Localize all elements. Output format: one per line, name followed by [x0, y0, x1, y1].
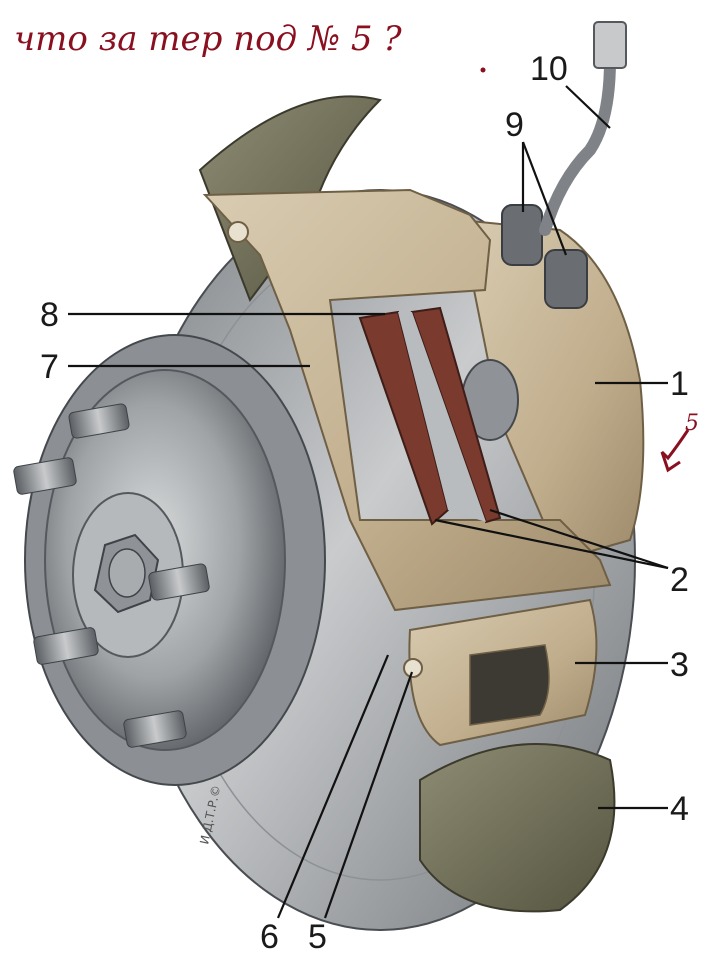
label-3: 3 — [670, 646, 689, 684]
wheel-studs — [13, 403, 210, 748]
handwritten-dot — [480, 67, 486, 73]
caliper-bracket — [202, 188, 612, 747]
handwritten-mark: 5 — [685, 411, 699, 436]
leader-lines — [68, 85, 669, 919]
brake-pads — [358, 306, 502, 526]
label-7: 7 — [40, 348, 59, 386]
label-1: 1 — [670, 365, 689, 403]
wheel-hub — [24, 334, 326, 786]
label-5: 5 — [308, 918, 327, 956]
label-6: 6 — [260, 918, 279, 956]
label-10: 10 — [530, 50, 568, 88]
caliper-body — [458, 218, 645, 562]
handwritten-question: что за тер под № 5 ? — [14, 19, 402, 59]
label-2: 2 — [670, 561, 689, 599]
label-8: 8 — [40, 296, 59, 334]
handwritten-arrow-icon — [660, 429, 690, 473]
label-9: 9 — [505, 106, 524, 144]
label-4: 4 — [670, 790, 689, 828]
brake-hose — [539, 21, 627, 236]
